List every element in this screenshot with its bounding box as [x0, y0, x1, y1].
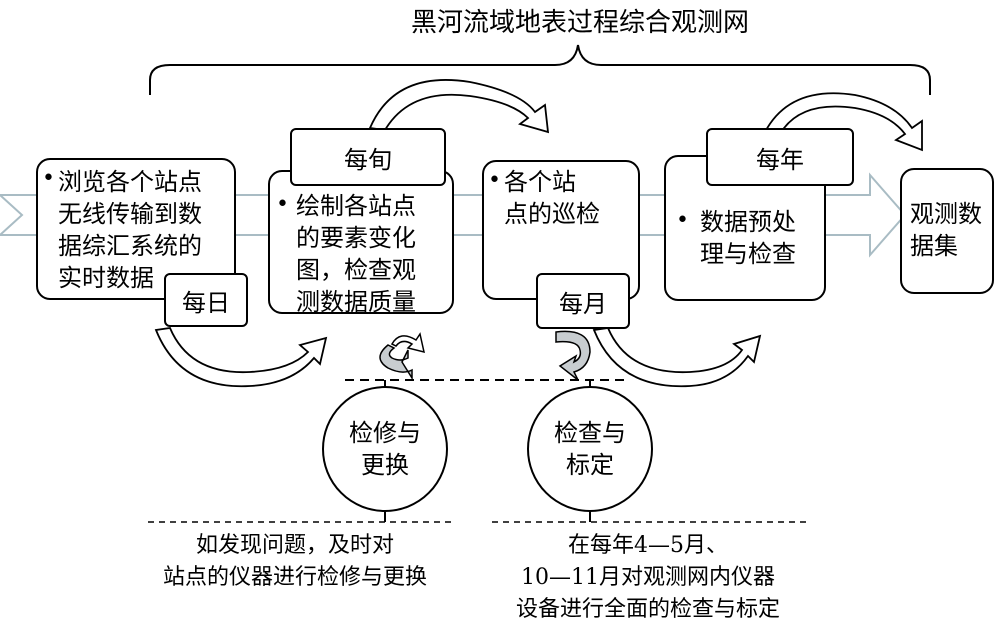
cycle-arrow-calibration: [555, 330, 591, 381]
yearly-line-1: 数据预处: [700, 208, 796, 236]
daily-tag: 每日: [164, 273, 248, 327]
daily-line-1: 浏览各个站点: [58, 168, 202, 196]
repair-line-1: 检修与: [349, 419, 421, 447]
daily-line-3: 据综汇系统的: [58, 232, 202, 260]
output-line-2: 据集: [910, 232, 958, 260]
output-box: [900, 168, 994, 294]
top-brace: [149, 44, 931, 95]
calibration-label: 检查与 标定: [530, 417, 650, 481]
yearly-tag: 每年: [706, 128, 854, 186]
calibration-note: 在每年4—5月、 10—11月对观测网内仪器 设备进行全面的检查与标定: [478, 530, 818, 626]
monthly-bullet: •: [488, 168, 501, 193]
diagram-title: 黑河流域地表过程综合观测网: [410, 8, 749, 38]
daily-text: 浏览各个站点 无线传输到数 据综汇系统的 实时数据: [58, 166, 236, 294]
dekad-line-4: 测数据质量: [296, 288, 416, 316]
repair-label: 检修与 更换: [325, 417, 445, 481]
output-line-1: 观测数: [910, 200, 982, 228]
cycle-arrow-repair-top: [390, 332, 425, 354]
repair-line-2: 更换: [361, 451, 409, 479]
curved-arrow-monthly-to-yearly: [592, 327, 762, 388]
repair-note-line-1: 如发现问题，及时对: [195, 533, 394, 558]
yearly-line-2: 理与检查: [700, 240, 796, 268]
dekad-line-1: 绘制各站点: [296, 192, 416, 220]
curved-arrow-daily-to-dekad: [154, 327, 328, 388]
monthly-text: 各个站 点的巡检: [504, 166, 638, 230]
dekad-line-2: 的要素变化: [296, 224, 416, 252]
cycle-arrow-repair: [379, 344, 413, 381]
daily-bullet: •: [42, 166, 55, 191]
curved-arrow-yearly-to-output: [763, 92, 923, 152]
calibration-note-line-3: 设备进行全面的检查与标定: [515, 597, 780, 622]
output-text: 观测数 据集: [910, 198, 990, 262]
dekad-bullet: •: [276, 192, 289, 217]
dekad-text: 绘制各站点 的要素变化 图，检查观 测数据质量: [296, 190, 454, 318]
calibration-line-1: 检查与: [554, 419, 626, 447]
calibration-line-2: 标定: [566, 451, 614, 479]
repair-note-line-2: 站点的仪器进行检修与更换: [162, 565, 427, 590]
daily-line-4: 实时数据: [58, 264, 154, 292]
daily-line-2: 无线传输到数: [58, 200, 202, 228]
monthly-tag: 每月: [536, 273, 630, 329]
yearly-bullet: •: [676, 208, 689, 233]
dekad-line-3: 图，检查观: [296, 256, 416, 284]
dekad-box: [268, 170, 454, 314]
yearly-text: 数据预处 理与检查: [700, 206, 824, 270]
curved-arrow-dekad-to-monthly: [368, 79, 550, 134]
monthly-line-2: 点的巡检: [504, 200, 600, 228]
repair-note: 如发现问题，及时对 站点的仪器进行检修与更换: [130, 530, 460, 594]
dekad-tag: 每旬: [290, 128, 446, 186]
monthly-line-1: 各个站: [504, 168, 576, 196]
calibration-note-line-2: 10—11月对观测网内仪器: [521, 565, 775, 590]
calibration-note-line-1: 在每年4—5月、: [568, 533, 728, 558]
